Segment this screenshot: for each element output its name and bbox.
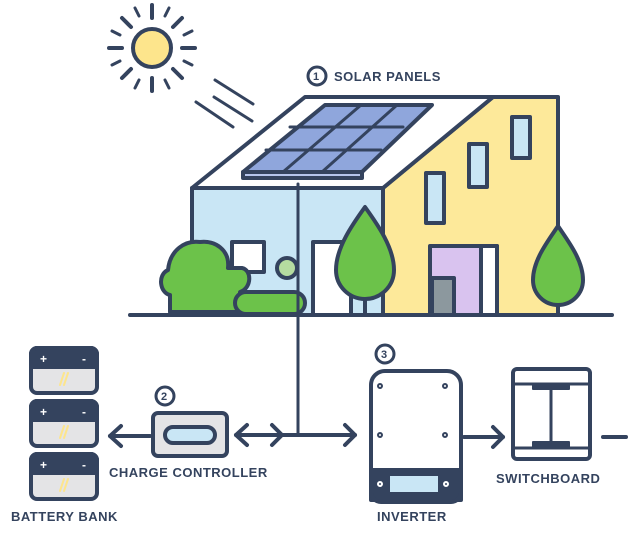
battery-bank-label: BATTERY BANK — [11, 509, 118, 524]
step-number-circle — [154, 385, 176, 407]
inverter-label: INVERTER — [377, 509, 447, 524]
charge-controller-icon — [151, 411, 229, 458]
battery-plus: + — [40, 405, 47, 419]
battery-icon — [29, 346, 99, 395]
battery-minus: - — [82, 352, 86, 366]
step-number-circle — [374, 343, 396, 365]
switchboard-icon — [511, 367, 592, 461]
sunlight-rays — [194, 78, 255, 129]
charge-controller-number: 2 — [161, 391, 167, 403]
battery-plus: + — [40, 352, 47, 366]
solar-panels-label: SOLAR PANELS — [334, 69, 441, 84]
battery-minus: - — [82, 458, 86, 472]
charge-controller-label: CHARGE CONTROLLER — [109, 465, 268, 480]
step-number-circle — [306, 65, 328, 87]
window — [424, 171, 446, 225]
window — [510, 115, 532, 160]
battery-icon — [29, 452, 99, 501]
tree-icon — [334, 205, 396, 317]
battery-minus: - — [82, 405, 86, 419]
window — [467, 142, 489, 189]
battery-icon — [29, 399, 99, 448]
tree-icon — [531, 224, 585, 317]
inverter-number: 3 — [381, 349, 387, 361]
switchboard-label: SWITCHBOARD — [496, 471, 600, 486]
bush-icon — [159, 239, 307, 316]
sun-icon — [107, 3, 197, 93]
battery-plus: + — [40, 458, 47, 472]
solar-panels-number: 1 — [313, 71, 319, 83]
inverter-icon — [369, 369, 463, 504]
